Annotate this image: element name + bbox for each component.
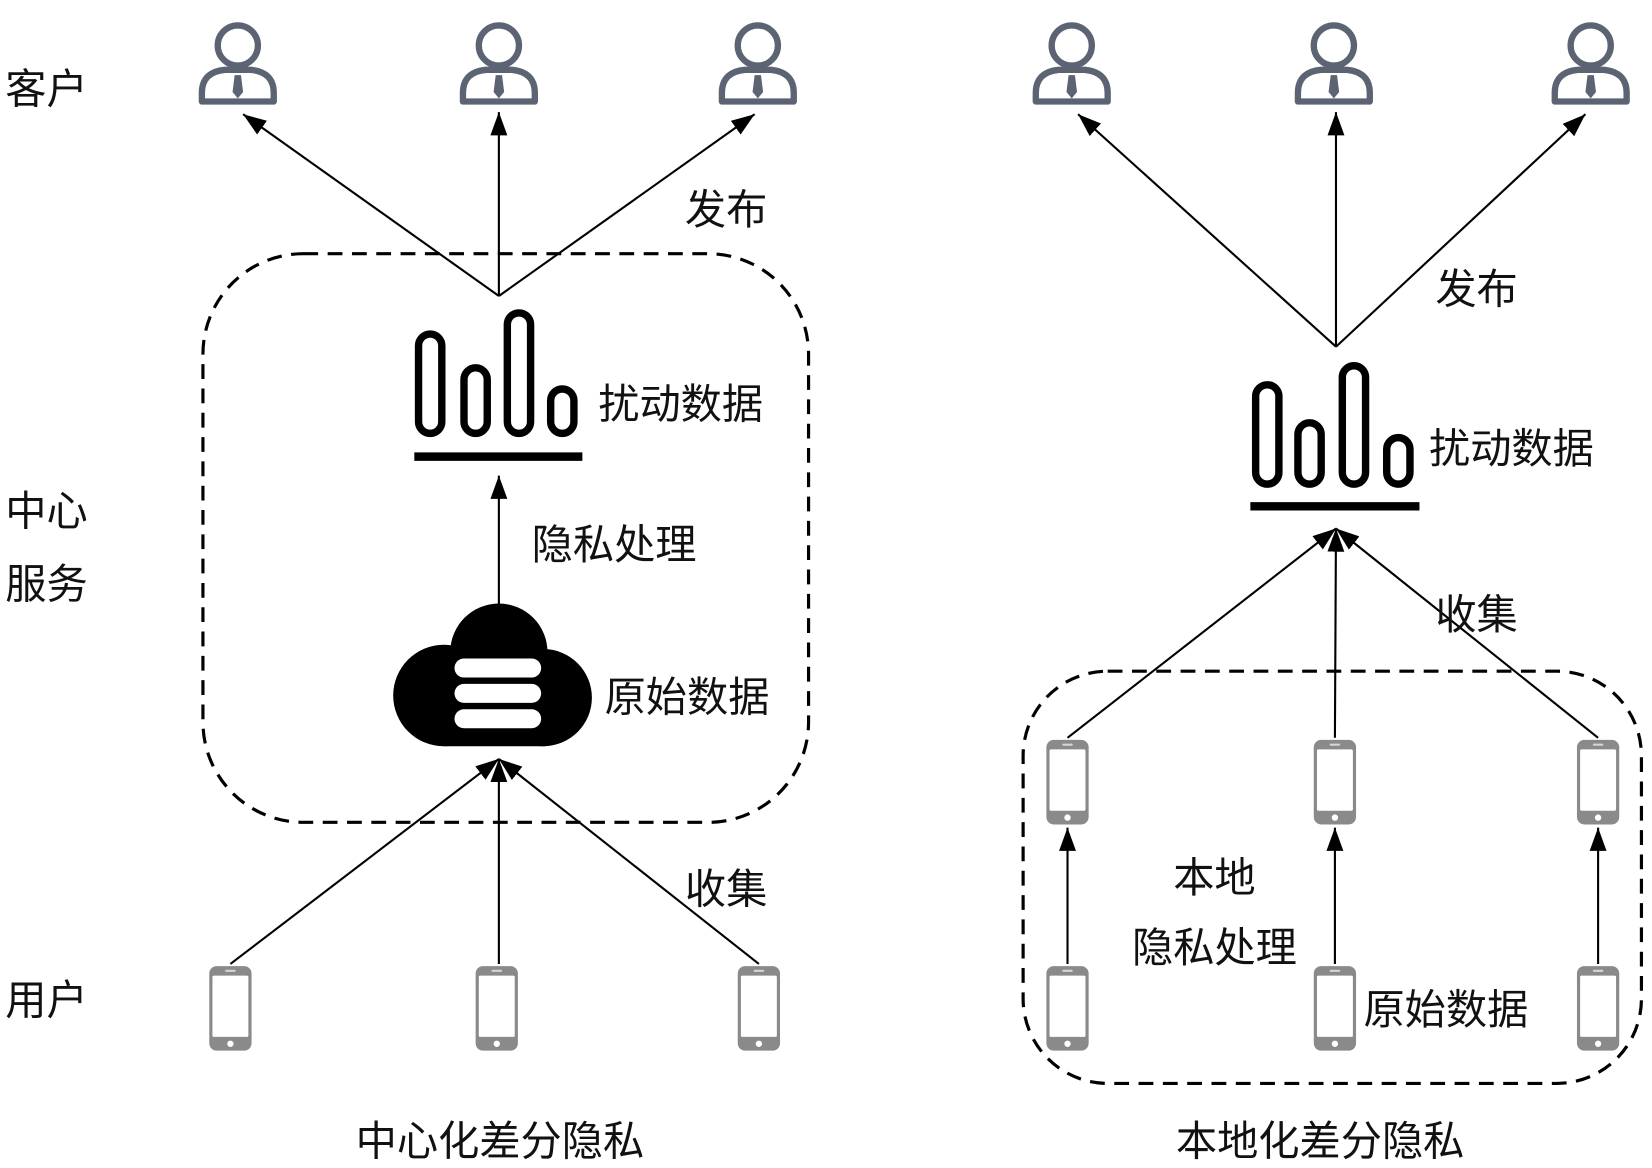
collect-arrow bbox=[229, 758, 500, 965]
raw-data-label: 原始数据 bbox=[605, 673, 770, 721]
local-processing-label-line2: 隐私处理 bbox=[1132, 924, 1297, 972]
raw-data-label: 原始数据 bbox=[1363, 986, 1528, 1034]
client-user-icon bbox=[1555, 25, 1627, 101]
client-user-icon bbox=[463, 25, 535, 101]
client-user-icon bbox=[722, 25, 794, 101]
user-phone-icon bbox=[1313, 966, 1357, 1051]
client-user-icon bbox=[1036, 25, 1108, 101]
local-dp-panel: 发布 扰动数据 收集 本地 隐私处理 原始数据 本地化差分 bbox=[1021, 25, 1644, 1165]
row-label-clients: 客户 bbox=[5, 66, 87, 114]
client-user-icon bbox=[202, 25, 274, 101]
centralized-dp-panel: 发布 扰动数据 隐私处理 原始数据 收集 bbox=[201, 25, 811, 1165]
bar-chart-icon bbox=[414, 309, 583, 461]
user-phone-icon bbox=[1046, 966, 1089, 1051]
perturbed-data-label: 扰动数据 bbox=[1429, 425, 1594, 473]
collect-arrow bbox=[1066, 527, 1337, 739]
row-label-center-line1: 中心 bbox=[5, 487, 87, 535]
collect-arrow bbox=[1335, 527, 1599, 739]
perturbed-phone-icon bbox=[1046, 739, 1089, 825]
user-phone-icon bbox=[209, 966, 252, 1051]
publish-arrow bbox=[498, 113, 756, 297]
collect-label: 收集 bbox=[685, 866, 767, 914]
collect-label: 收集 bbox=[1435, 591, 1517, 639]
central-service-boundary bbox=[201, 252, 811, 824]
privacy-processing-label: 隐私处理 bbox=[532, 521, 697, 569]
row-label-users: 用户 bbox=[5, 977, 87, 1025]
collect-arrow bbox=[1327, 528, 1345, 738]
user-phone-icon bbox=[737, 966, 781, 1051]
perturbed-phone-icon bbox=[1313, 739, 1357, 825]
centralized-dp-caption: 中心化差分隐私 bbox=[356, 1117, 645, 1165]
perturbed-data-label: 扰动数据 bbox=[598, 381, 763, 429]
publish-arrow bbox=[242, 113, 500, 297]
local-device-boundary bbox=[1021, 669, 1644, 1085]
collect-arrow bbox=[498, 758, 760, 965]
user-phone-icon bbox=[475, 966, 518, 1051]
client-user-icon bbox=[1298, 25, 1370, 101]
local-dp-caption: 本地化差分隐私 bbox=[1176, 1117, 1465, 1165]
row-label-center-line2: 服务 bbox=[5, 560, 87, 608]
publish-label: 发布 bbox=[1435, 265, 1517, 313]
perturbed-phone-icon bbox=[1576, 739, 1620, 825]
publish-label: 发布 bbox=[685, 186, 767, 234]
cloud-database-icon bbox=[393, 603, 592, 747]
user-phone-icon bbox=[1576, 966, 1620, 1051]
local-processing-label-line1: 本地 bbox=[1173, 854, 1255, 902]
bar-chart-icon bbox=[1250, 362, 1420, 511]
publish-arrow bbox=[1335, 113, 1587, 348]
publish-arrow bbox=[1077, 113, 1337, 348]
